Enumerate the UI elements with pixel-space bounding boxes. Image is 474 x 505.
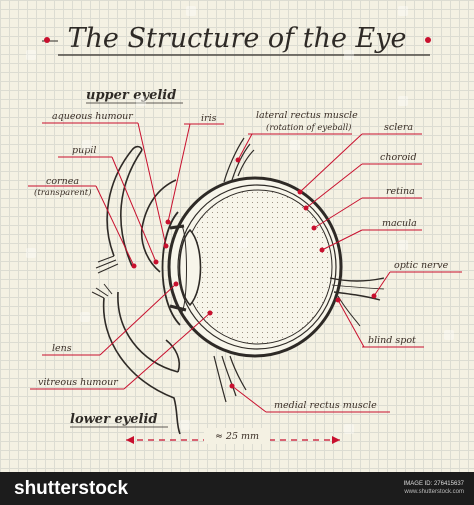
optic-nerve-shape	[329, 277, 385, 327]
site-url: www.shutterstock.com	[404, 489, 464, 495]
label-lens: lens	[52, 343, 72, 354]
pointer-dot	[319, 247, 325, 253]
eye-diagram: The Structure of the Eye upper eyelid lo…	[26, 6, 462, 444]
title-bullet-right	[425, 37, 431, 43]
pointer-dot	[207, 310, 213, 316]
leader-line	[123, 312, 211, 390]
watermark-marks	[26, 6, 454, 434]
footer-bar: shutterstock IMAGE ID: 276415637 www.shu…	[0, 472, 474, 505]
leader-line	[337, 299, 365, 348]
leader-line	[373, 271, 391, 297]
label-lateral-rectus: lateral rectus muscle	[256, 110, 358, 121]
pointer-dot	[371, 293, 377, 299]
leader-line	[99, 283, 177, 356]
pointer-dot	[163, 243, 169, 249]
label-medial-rectus: medial rectus muscle	[274, 400, 377, 411]
pointer-dot	[173, 281, 179, 287]
label-blind-spot: blind spot	[368, 335, 416, 346]
label-vitreous-humour: vitreous humour	[38, 377, 119, 388]
retina-shape	[183, 189, 333, 345]
leaders: aqueous humour iris lateral rectus muscl…	[28, 110, 462, 413]
lower-eyelid-shape	[91, 283, 181, 435]
leader-line	[237, 133, 253, 161]
medial-rectus-muscle-shape	[213, 355, 247, 403]
leader-line	[313, 197, 363, 229]
label-cornea-note: (transparent)	[34, 187, 92, 198]
pointer-dot	[297, 189, 303, 195]
label-retina: retina	[386, 186, 415, 197]
label-lateral-rectus-note: (rotation of eyeball)	[266, 122, 352, 133]
label-aqueous-humour: aqueous humour	[52, 111, 134, 122]
image-id-label: IMAGE ID: 276415637	[403, 481, 464, 487]
title-bullet-left	[44, 37, 50, 43]
label-optic-nerve: optic nerve	[394, 260, 449, 271]
leader-line	[231, 385, 267, 413]
leader-line	[299, 133, 363, 193]
label-cornea: cornea	[46, 176, 79, 187]
leader-line	[321, 229, 363, 251]
label-sclera: sclera	[384, 122, 413, 133]
pointer-dot	[165, 219, 171, 225]
label-iris: iris	[201, 113, 217, 124]
label-choroid: choroid	[380, 152, 417, 163]
graph-paper-sheet: The Structure of the Eye upper eyelid lo…	[0, 0, 474, 472]
pointer-dot	[235, 157, 241, 163]
leader-line	[305, 163, 363, 209]
pointer-dot	[131, 263, 137, 269]
lens-shape	[178, 228, 202, 307]
pointer-dot	[303, 205, 309, 211]
ciliary-body	[181, 225, 187, 313]
brand-logo: shutterstock	[14, 478, 129, 499]
leader-line	[111, 156, 157, 263]
page-title: The Structure of the Eye	[67, 23, 406, 54]
upper-eyelid-label: upper eyelid	[86, 88, 176, 103]
eyeball	[161, 176, 343, 358]
cornea-shape	[161, 211, 181, 326]
pointer-dot	[335, 297, 341, 303]
pointer-dot	[229, 383, 235, 389]
label-macula: macula	[382, 218, 417, 229]
pointer-dot	[311, 225, 317, 231]
leader-line	[167, 123, 191, 223]
leader-line	[137, 122, 167, 247]
leader-line	[95, 185, 135, 267]
scale-indicator: ≈ 25 mm	[126, 428, 340, 444]
pointer-dot	[153, 259, 159, 265]
label-pupil: pupil	[72, 145, 96, 156]
upper-eyelid-shape	[95, 145, 177, 274]
choroid-shape	[177, 184, 337, 350]
scale-label: ≈ 25 mm	[215, 431, 259, 442]
lower-eyelid-label: lower eyelid	[70, 412, 158, 427]
